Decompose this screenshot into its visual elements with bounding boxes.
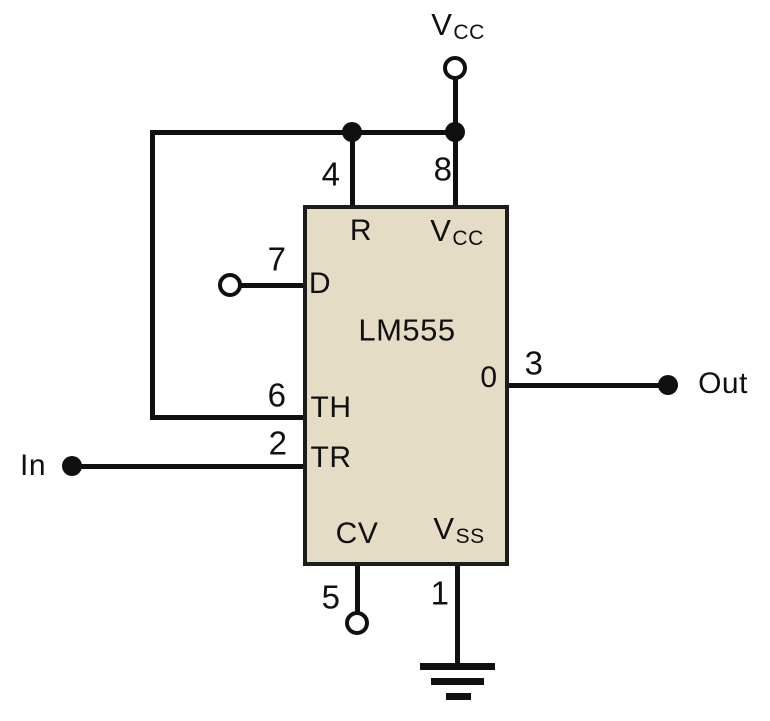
- wire-pin7: [238, 283, 305, 288]
- output-terminal-dot: [658, 375, 678, 395]
- pin-label-reset: R: [349, 214, 373, 247]
- pin-number-2: 2: [268, 424, 288, 462]
- wire-trigger-input: [72, 464, 305, 469]
- pin-label-discharge: D: [308, 267, 332, 300]
- control-terminal: [345, 611, 369, 635]
- output-label: Out: [698, 367, 748, 400]
- wire-vcc-stem: [453, 79, 458, 134]
- wire-pin5: [355, 564, 360, 614]
- wire-pin4: [350, 132, 355, 207]
- discharge-terminal: [218, 273, 242, 297]
- ic-lm555-body: [303, 205, 509, 566]
- wire-feedback-vertical: [150, 130, 155, 420]
- pin-label-trigger: TR: [310, 441, 352, 474]
- pin-label-control: CV: [335, 517, 379, 550]
- wire-pin8: [453, 132, 458, 207]
- pin-number-3: 3: [524, 344, 544, 382]
- pin-number-5: 5: [321, 578, 341, 616]
- input-label: In: [19, 449, 47, 482]
- junction-pin4: [342, 122, 362, 142]
- junction-pin8: [445, 122, 465, 142]
- wire-output: [507, 383, 668, 388]
- pin-number-8: 8: [433, 150, 453, 188]
- pin-number-6: 6: [267, 376, 287, 414]
- ground-bar-bottom: [446, 693, 471, 700]
- input-terminal-dot: [62, 456, 82, 476]
- vcc-terminal: [443, 56, 467, 80]
- wire-top-bus: [150, 130, 458, 135]
- ic-name-label: LM555: [358, 312, 456, 348]
- pin-number-7: 7: [267, 240, 287, 278]
- pin-label-output: 0: [480, 361, 498, 394]
- ground-bar-middle: [431, 678, 484, 685]
- pin-number-1: 1: [430, 574, 450, 612]
- wire-threshold: [150, 415, 305, 420]
- ground-bar-top: [420, 663, 495, 670]
- pin-number-4: 4: [321, 155, 341, 193]
- pin-label-threshold: TH: [310, 391, 352, 424]
- wire-pin1: [455, 564, 460, 667]
